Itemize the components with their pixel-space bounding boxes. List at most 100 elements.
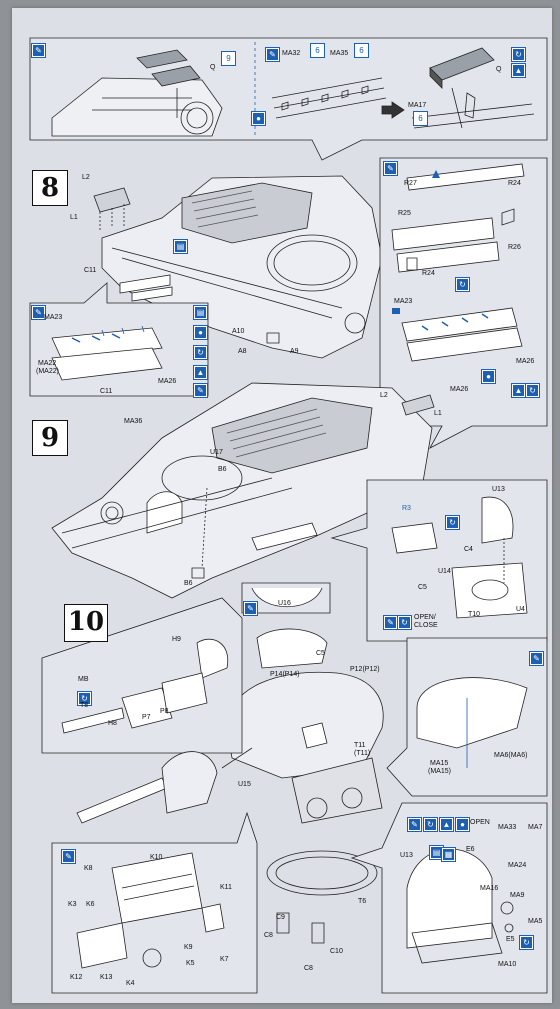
part-label: B6	[184, 580, 193, 587]
part-label: MA7	[528, 824, 543, 831]
part-label: L1	[70, 214, 78, 221]
glue-icon: ✎	[408, 818, 421, 831]
part-label: K4	[126, 980, 135, 987]
part-label: C4	[464, 546, 473, 553]
glue-icon: ✎	[384, 162, 397, 175]
part-label: MA32	[282, 50, 301, 57]
part-label: MA10	[498, 961, 517, 968]
part-label: H9	[172, 636, 181, 643]
part-label: K5	[186, 960, 195, 967]
part-label: K13	[100, 974, 113, 981]
part-label: B6	[218, 466, 227, 473]
part-label: U15	[238, 781, 251, 788]
part-label: U13	[492, 486, 505, 493]
part-label: R25	[398, 210, 411, 217]
part-label: MA24	[508, 862, 527, 869]
part-label: K11	[220, 884, 232, 891]
part-label: C9	[276, 914, 285, 921]
open-close-label: CLOSE	[414, 622, 438, 629]
part-label: A8	[238, 348, 247, 355]
option-icon: ▲	[512, 384, 525, 397]
step-number-8: 8	[32, 170, 68, 206]
quantity-badge: 9	[222, 52, 235, 65]
option-icon: ▲	[194, 366, 207, 379]
part-label: K10	[150, 854, 163, 861]
part-label: T6	[358, 898, 367, 905]
part-label: C5	[316, 650, 325, 657]
part-label: R24	[508, 180, 521, 187]
part-label: U17	[210, 449, 223, 456]
part-label: MA6(MA6)	[494, 752, 528, 759]
part-label: C5	[418, 584, 427, 591]
option-icon: ▲	[512, 64, 525, 77]
glue-icon: ✎	[244, 602, 257, 615]
rotate-icon: ↻	[398, 616, 411, 629]
paint-icon: ●	[482, 370, 495, 383]
open-label: OPEN	[470, 819, 490, 826]
rotate-icon: ↻	[526, 384, 539, 397]
part-label: E5	[506, 936, 515, 943]
part-label: MB	[78, 676, 89, 683]
assembly-drawing	[29, 37, 548, 994]
part-label: T10	[468, 611, 481, 618]
part-label: U16	[278, 600, 291, 607]
part-label: L1	[434, 410, 442, 417]
part-label: K6	[86, 901, 95, 908]
glue-icon: ✎	[32, 44, 45, 57]
part-label: K12	[70, 974, 83, 981]
rotate-icon: ↻	[520, 936, 533, 949]
part-label: U14	[438, 568, 451, 575]
option-icon: ▲	[440, 818, 453, 831]
part-label: P14(P14)	[270, 671, 300, 678]
glue-icon: ✎	[62, 850, 75, 863]
part-label: MA23	[394, 298, 413, 305]
part-label: R3	[402, 505, 411, 512]
part-label: R24	[422, 270, 435, 277]
instruction-sheet: 8 9 10 ✎ ● ✎ ↻ ▲ ✎ ▤ ↻ ✎ ▤ ● ↻ ▲ ✎ ● ▲ ↻…	[12, 8, 552, 1003]
part-label: MA35	[330, 50, 349, 57]
part-label: C8	[264, 932, 273, 939]
part-label: C10	[330, 948, 343, 955]
rotate-icon: ↻	[78, 692, 91, 705]
rotate-icon: ↻	[424, 818, 437, 831]
part-label: K7	[220, 956, 229, 963]
part-label: Q	[496, 66, 502, 73]
part-label: MA22	[38, 360, 57, 367]
gun-subpanel	[41, 597, 243, 754]
part-label: K8	[84, 865, 93, 872]
part-label: P12(P12)	[350, 666, 380, 673]
part-label: H8	[108, 720, 117, 727]
part-label: P7	[142, 714, 151, 721]
part-label: C8	[304, 965, 313, 972]
part-label: MA16	[480, 885, 499, 892]
part-label: MA26	[158, 378, 177, 385]
part-label: U4	[516, 606, 525, 613]
part-label: L2	[380, 392, 388, 399]
quantity-badge: 6	[355, 44, 368, 57]
part-label: MA26	[450, 386, 469, 393]
part-label: (MA22)	[36, 368, 59, 375]
part-label: MA5	[528, 918, 543, 925]
part-label: MA9	[510, 892, 525, 899]
rotate-icon: ↻	[512, 48, 525, 61]
part-label: L2	[82, 174, 90, 181]
part-label: Q	[210, 64, 216, 71]
rotate-icon: ↻	[456, 278, 469, 291]
paint-icon: ●	[252, 112, 265, 125]
rotate-icon: ↻	[194, 346, 207, 359]
cut-icon: ▤	[194, 306, 207, 319]
step-number-10: 10	[64, 604, 108, 642]
paint-icon: ●	[456, 818, 469, 831]
part-label: (MA15)	[428, 768, 451, 775]
paint-icon: ●	[194, 326, 207, 339]
part-label: T8	[80, 702, 89, 709]
part-label: A9	[290, 348, 299, 355]
part-label: MA23	[44, 314, 63, 321]
part-label: K9	[184, 944, 193, 951]
glue-icon: ✎	[32, 306, 45, 319]
glue-icon: ✎	[384, 616, 397, 629]
part-label: C11	[100, 388, 113, 395]
part-label: A10	[232, 328, 245, 335]
pe-part-icon: ▦	[442, 848, 455, 861]
part-label: C11	[84, 267, 97, 274]
